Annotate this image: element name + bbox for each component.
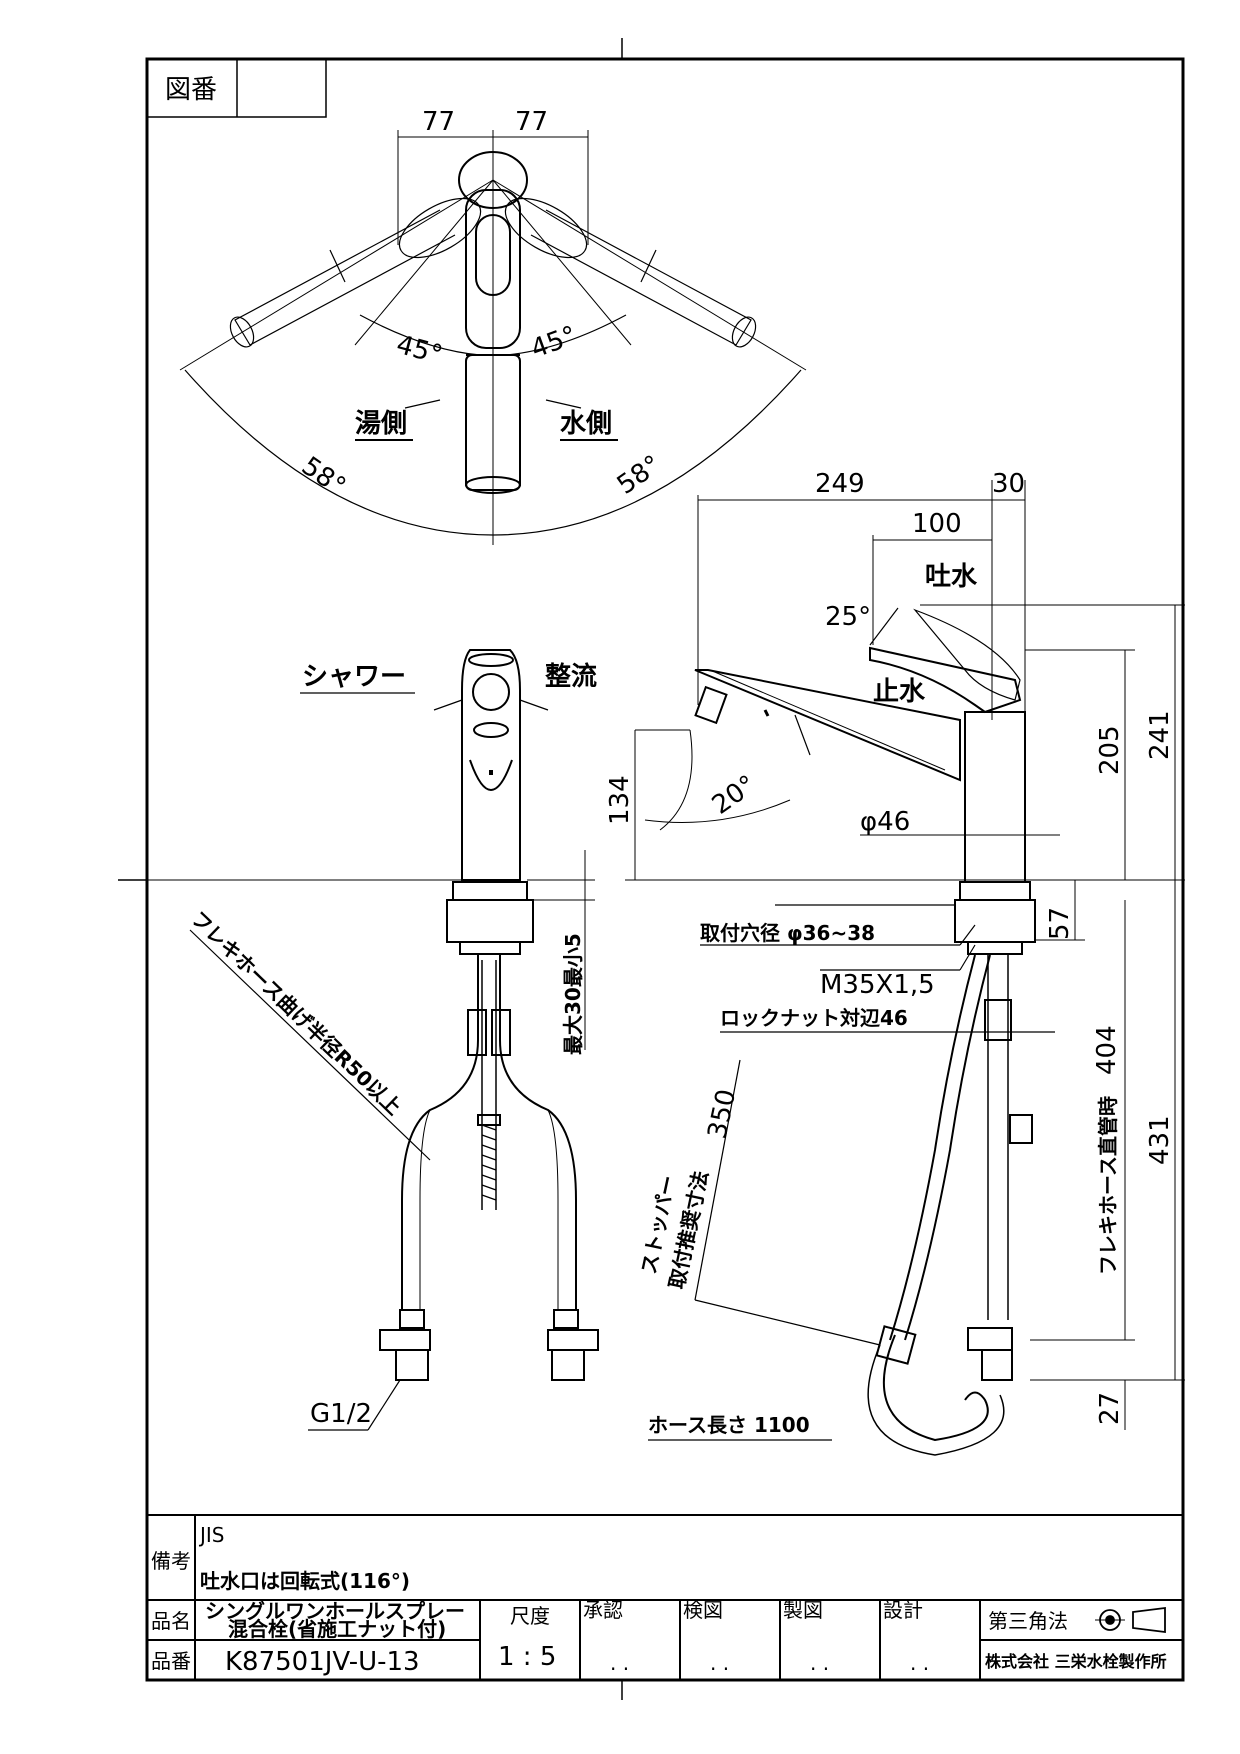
checked-label: 検図 <box>683 1598 723 1622</box>
drawing-number-label: 図番 <box>165 75 217 105</box>
date-drawn: . . <box>810 1651 829 1675</box>
cold-side-label: 水側 <box>560 409 612 439</box>
bend-radius-label: フレキホース曲げ半径R50以上 <box>187 906 407 1119</box>
max-min-label: 最大30最小5 <box>561 933 585 1055</box>
remarks-label: 備考 <box>151 1549 191 1573</box>
angle-left-45: 45° <box>393 330 445 371</box>
date-approved: . . <box>610 1651 629 1675</box>
dim-27: 27 <box>1095 1392 1125 1425</box>
angle-outer-right-58: 58° <box>612 450 667 501</box>
dim-top-right-77: 77 <box>515 107 548 137</box>
dim-350: 350 <box>703 1087 743 1142</box>
designed-label: 設計 <box>883 1598 923 1622</box>
locknut-label: ロックナット対辺46 <box>720 1006 908 1030</box>
part-number-label: 品番 <box>151 1649 191 1673</box>
date-checked: . . <box>710 1651 729 1675</box>
dim-top-left-77: 77 <box>422 107 455 137</box>
shower-label: シャワー <box>302 662 406 692</box>
dim-100: 100 <box>912 509 962 539</box>
drawing-number-box: 図番 <box>146 58 327 118</box>
part-number: K87501JV-U-13 <box>225 1647 420 1677</box>
mount-hole-label: 取付穴径 φ36~38 <box>700 921 875 945</box>
stop-label: 止水 <box>873 677 926 707</box>
hose-length-label: ホース長さ 1100 <box>648 1413 810 1437</box>
company-name: 株式会社 三栄水栓製作所 <box>985 1652 1167 1671</box>
aerated-label: 整流 <box>545 661 597 692</box>
product-name-line2: 混合栓(省施工ナット付) <box>228 1617 446 1641</box>
date-designed: . . <box>910 1651 929 1675</box>
approved-label: 承認 <box>583 1598 623 1622</box>
scale-value: 1 : 5 <box>498 1642 556 1672</box>
third-angle-projection-icon <box>1095 1606 1166 1634</box>
flex-straight-label: フレキホース直管時 <box>1096 1096 1120 1275</box>
angle-right-45: 45° <box>527 321 581 365</box>
dim-134: 134 <box>605 775 635 825</box>
side-view <box>625 480 1185 1456</box>
top-view <box>179 130 807 545</box>
thread-label: G1/2 <box>310 1399 372 1429</box>
dia-46: φ46 <box>860 807 910 837</box>
dim-30: 30 <box>992 469 1025 499</box>
angle-outer-left-58: 58° <box>296 451 351 502</box>
dim-249: 249 <box>815 469 865 499</box>
dim-57: 57 <box>1045 907 1075 940</box>
dim-404: 404 <box>1092 1025 1122 1075</box>
projection-label: 第三角法 <box>988 1609 1068 1633</box>
dim-241: 241 <box>1145 710 1175 760</box>
product-name-line1: シングルワンホールスプレー <box>205 1599 465 1623</box>
dim-205: 205 <box>1095 725 1125 775</box>
angle-25: 25° <box>825 602 871 632</box>
remark-rotating-spout: 吐水口は回転式(116°) <box>200 1569 410 1593</box>
scale-label: 尺度 <box>510 1604 550 1628</box>
remark-jis: JIS <box>198 1523 225 1547</box>
thread-spec-label: M35X1,5 <box>820 970 935 1000</box>
title-block <box>147 1514 1183 1680</box>
drawn-label: 製図 <box>783 1598 823 1622</box>
spout-label: 吐水 <box>925 562 978 592</box>
dim-431: 431 <box>1145 1115 1175 1165</box>
front-view <box>130 649 599 1431</box>
hot-side-label: 湯側 <box>355 409 407 439</box>
sheet-border <box>145 57 1185 1682</box>
product-name-label: 品名 <box>151 1609 191 1633</box>
